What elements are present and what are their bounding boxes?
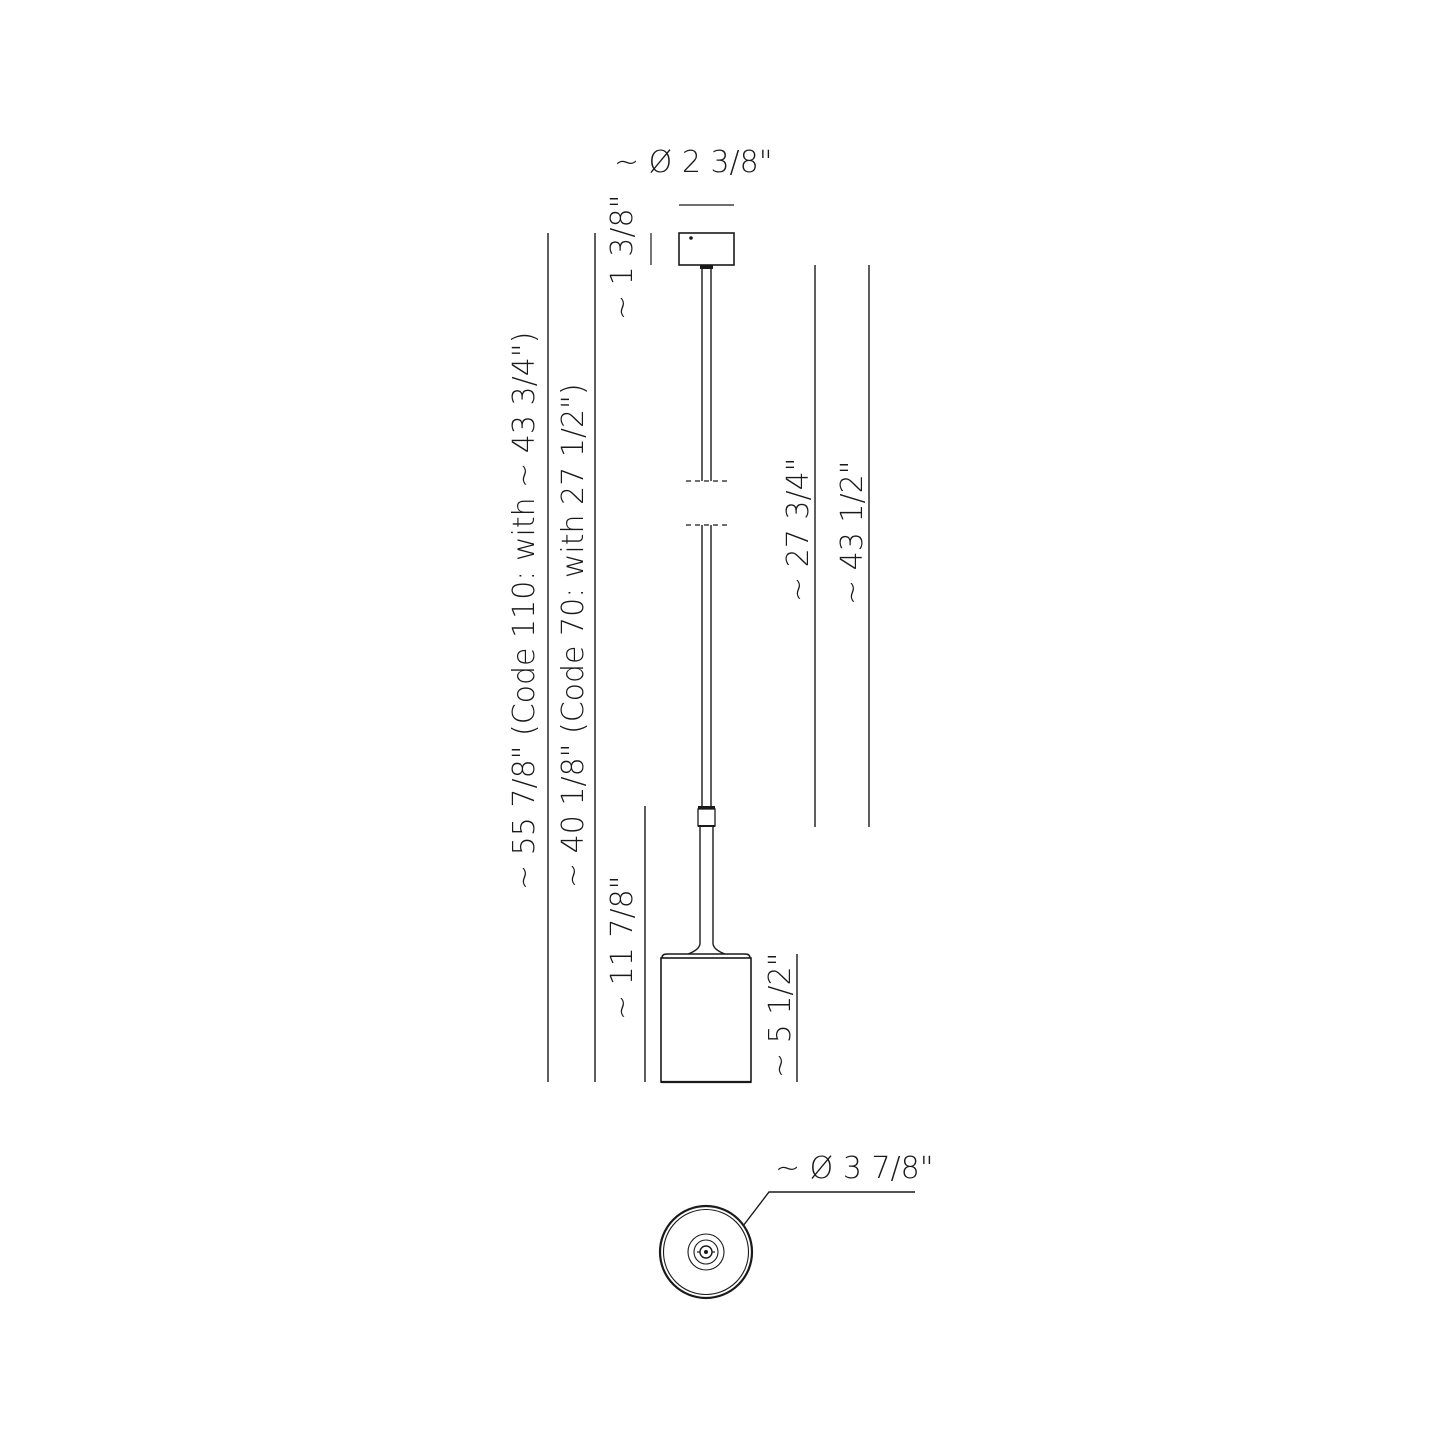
lamp-bottom-view (658, 1204, 754, 1300)
cable-length-code-110-dimension: ~ 43 1/2" (835, 265, 870, 827)
body-height-label: ~ 11 7/8" (605, 876, 640, 1020)
overall-height-code-70-dimension: ~ 40 1/8" (Code 70: with 27 1/2") (556, 233, 596, 1082)
canopy (678, 232, 735, 266)
connector-band (698, 806, 715, 809)
overall-code-110-label: ~ 55 7/8" (Code 110: with ~ 43 3/4") (507, 332, 542, 890)
cable-code-110-label: ~ 43 1/2" (835, 461, 870, 605)
shade-diameter-leader (742, 1191, 915, 1227)
shade-outer-ring (658, 1204, 754, 1300)
cable-code-70-label: ~ 27 3/4" (781, 458, 816, 602)
socket-pin (704, 1250, 708, 1254)
canopy-height-label: ~ 1 3/8" (605, 195, 640, 320)
canopy-screw-dot (689, 236, 693, 240)
stem-flare-left (687, 943, 701, 955)
body-height-dimension: ~ 11 7/8" (605, 806, 646, 1082)
shade-body (660, 957, 752, 1083)
shade-height-dimension: ~ 5 1/2" (763, 953, 798, 1082)
cable-length-code-70-dimension: ~ 27 3/4" (781, 265, 816, 827)
canopy-diameter-label: ~ Ø 2 3/8" (614, 145, 773, 180)
canopy-cable-grip (700, 265, 713, 269)
socket-inner-ring (693, 1239, 719, 1265)
socket-outer-ring (687, 1233, 725, 1271)
canopy-height-dimension: ~ 1 3/8" (605, 195, 652, 320)
shade-diameter-dimension: ~ Ø 3 7/8" (742, 1151, 934, 1227)
canopy-diameter-dimension: ~ Ø 2 3/8" (614, 145, 773, 206)
shade-height-label: ~ 5 1/2" (763, 953, 798, 1078)
shade-diameter-label: ~ Ø 3 7/8" (775, 1151, 934, 1186)
overall-height-code-110-dimension: ~ 55 7/8" (Code 110: with ~ 43 3/4") (507, 233, 549, 1082)
stem-flare-right (712, 943, 726, 955)
overall-code-70-label: ~ 40 1/8" (Code 70: with 27 1/2") (556, 383, 591, 888)
shade-top-edge (661, 953, 751, 959)
connector-sleeve (697, 808, 716, 827)
lamp-elevation (660, 232, 752, 1084)
shade-inner-ring (662, 1208, 750, 1296)
